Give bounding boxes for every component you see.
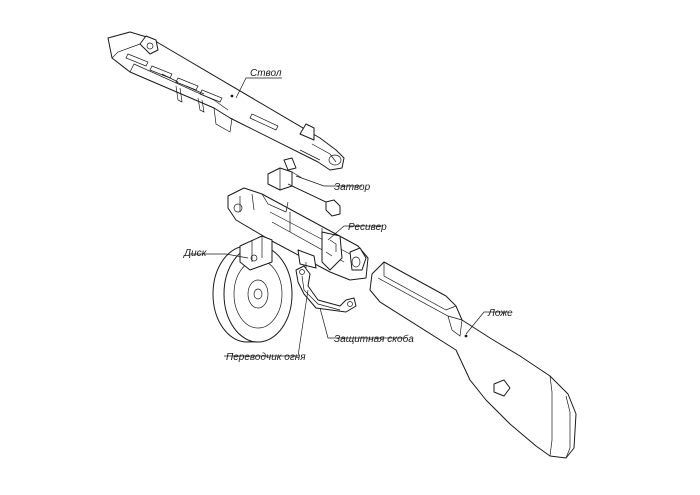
label-stock: Ложе (487, 308, 513, 319)
trigger-guard-part (295, 265, 357, 313)
label-fire-selector: Переводчик огня (226, 352, 306, 363)
label-receiver: Ресивер (348, 222, 387, 233)
barrel-part (107, 31, 345, 171)
label-trigger-guard: Защитная скоба (334, 333, 414, 345)
label-barrel: Ствол (250, 68, 282, 79)
stock-part (369, 261, 577, 459)
label-drum: Диск (183, 248, 208, 259)
receiver-part (227, 187, 369, 281)
bolt-part (267, 157, 341, 217)
leader-lines (190, 77, 508, 357)
part-labels: Ствол Затвор Ресивер Диск Ложе Защитная … (183, 68, 513, 363)
label-bolt: Затвор (334, 182, 371, 193)
drum-magazine-part (212, 235, 293, 343)
